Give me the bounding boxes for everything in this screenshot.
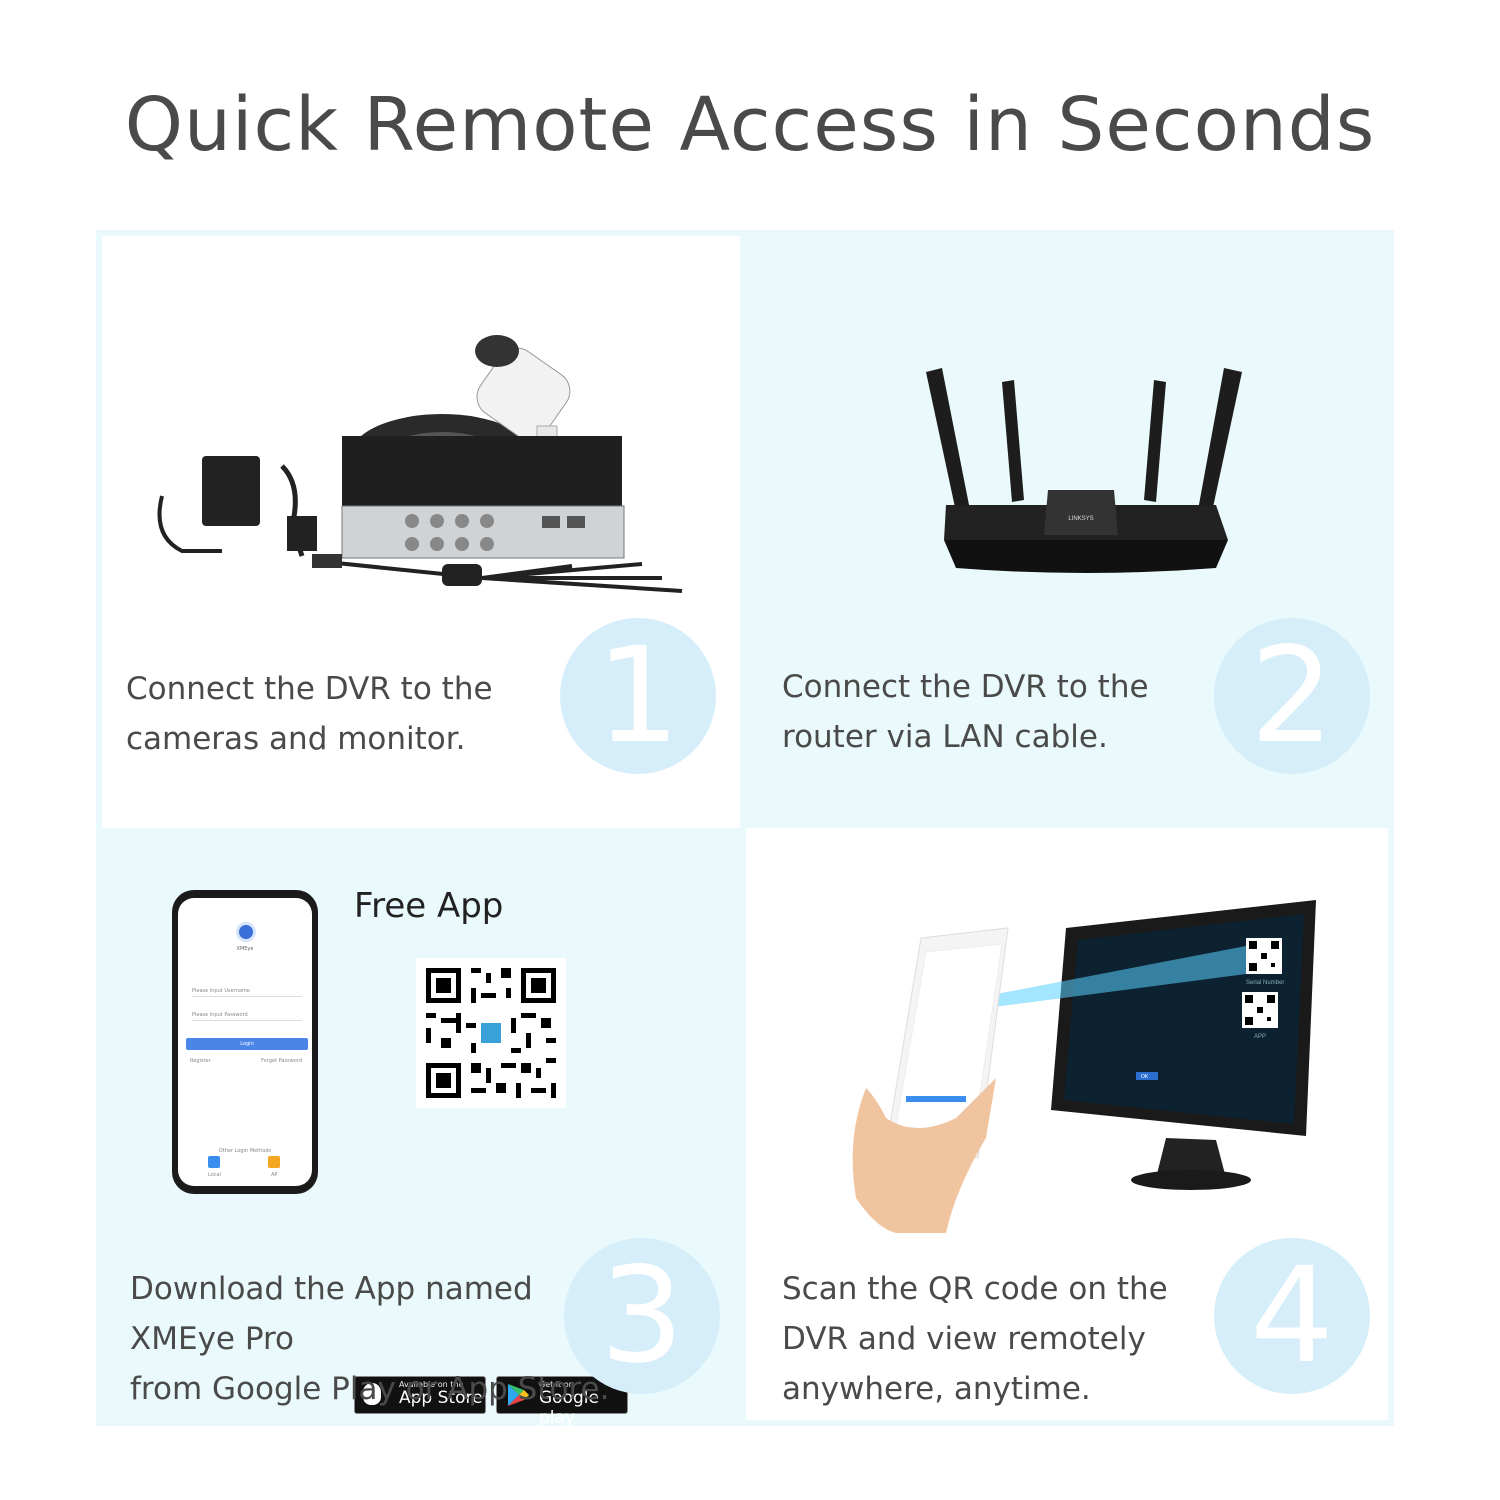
step-4-line: DVR and view remotely — [782, 1321, 1146, 1357]
free-app-heading: Free App — [354, 886, 504, 926]
step-3-text: Download the App named XMEye Pro from Go… — [130, 1264, 609, 1414]
monitor-serial-label: Serial Number — [1246, 980, 1284, 986]
step-4-line: anywhere, anytime. — [782, 1371, 1091, 1407]
step-2-line: Connect the DVR to the — [782, 669, 1149, 705]
monitor-ok-label: OK — [1141, 1074, 1149, 1080]
step-3-panel: XMEye Please Input Username Please Input… — [96, 828, 746, 1426]
router-brand: LINKSYS — [1068, 516, 1093, 522]
step-3-line: XMEye Pro — [130, 1321, 295, 1357]
phone-screen: XMEye Please Input Username Please Input… — [178, 898, 312, 1186]
step-3-line: from Google Play or App Store. — [130, 1371, 610, 1407]
local-login-icon[interactable] — [208, 1156, 220, 1168]
scan-illustration: Serial Number APP OK — [852, 900, 1316, 1233]
step-1-line: Connect the DVR to the — [126, 671, 493, 707]
login-button[interactable]: Login — [186, 1038, 308, 1050]
google-play-big-text: Google play — [539, 1388, 599, 1426]
step-2-text: Connect the DVR to the router via LAN ca… — [782, 662, 1149, 762]
app-store-small-text: Available on the — [399, 1380, 464, 1389]
step-1-number: 1 — [560, 618, 716, 774]
apple-icon — [363, 1383, 381, 1405]
router-illustration: LINKSYS — [926, 368, 1242, 573]
steps-grid: Connect the DVR to the cameras and monit… — [96, 230, 1394, 1426]
other-login-label: Other Login Methods — [218, 1148, 272, 1154]
step-4-panel: Serial Number APP OK Scan the QR code on… — [746, 828, 1388, 1420]
step-3-line: Download the App named — [130, 1271, 533, 1307]
monitor-app-label: APP — [1254, 1034, 1266, 1040]
register-link[interactable]: Register — [190, 1058, 211, 1064]
step-4-line: Scan the QR code on the — [782, 1271, 1168, 1307]
dvr-kit-illustration — [157, 335, 683, 593]
app-store-badge[interactable]: Available on the App Store — [354, 1376, 486, 1414]
step-4-text: Scan the QR code on the DVR and view rem… — [782, 1264, 1168, 1414]
xmeye-logo-icon — [236, 922, 256, 942]
ap-login-label: AP — [271, 1172, 278, 1178]
username-field[interactable]: Please Input Username — [192, 988, 302, 997]
app-qr-code[interactable] — [416, 958, 566, 1108]
google-play-icon — [508, 1384, 529, 1406]
step-1-panel: Connect the DVR to the cameras and monit… — [102, 236, 740, 828]
step-2-number: 2 — [1214, 618, 1370, 774]
ap-login-icon[interactable] — [268, 1156, 280, 1168]
phone-app-name: XMEye — [236, 946, 254, 952]
password-field[interactable]: Please Input Password — [192, 1012, 302, 1021]
step-2-line: router via LAN cable. — [782, 719, 1108, 755]
page-title: Quick Remote Access in Seconds — [124, 82, 1376, 168]
step-1-line: cameras and monitor. — [126, 721, 466, 757]
step-3-number: 3 — [564, 1238, 720, 1394]
step-1-text: Connect the DVR to the cameras and monit… — [126, 664, 493, 764]
google-play-small-text: Get it on — [539, 1380, 574, 1389]
app-store-big-text: App Store — [399, 1388, 483, 1408]
forgot-password-link[interactable]: Forget Password — [261, 1058, 302, 1064]
step-2-panel: LINKSYS Connect the DVR to the router vi… — [746, 230, 1394, 828]
local-login-label: Local — [208, 1172, 221, 1178]
step-4-number: 4 — [1214, 1238, 1370, 1394]
phone-mockup: XMEye Please Input Username Please Input… — [172, 890, 318, 1194]
